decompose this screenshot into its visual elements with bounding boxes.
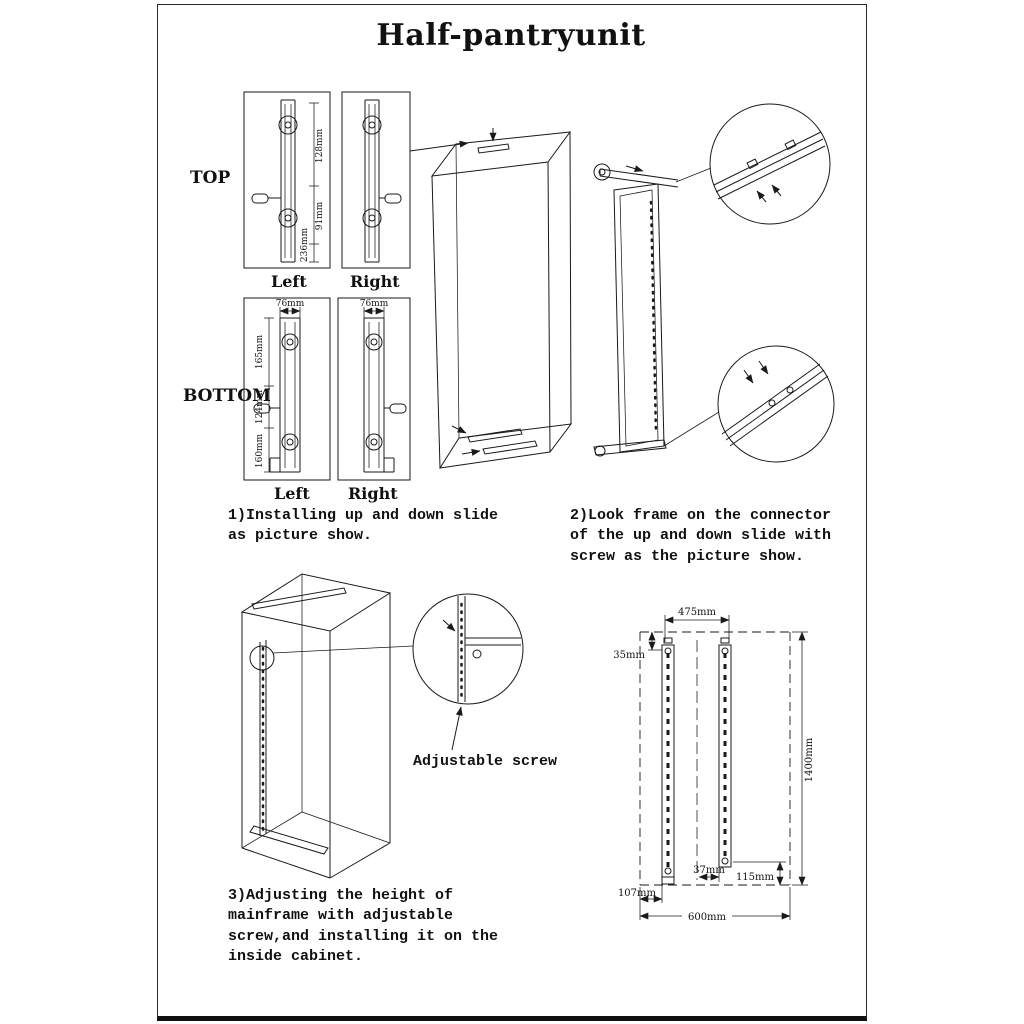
top-connector-detail-callout [709,103,831,225]
label-bottom-right: Right [348,484,398,503]
arrow-to-screw-callout [451,706,463,751]
arrow-to-cabinet-top [409,140,469,152]
bottom-slide-left-panel-drawing [243,297,331,481]
dim-front-600mm: 600mm [688,912,727,923]
dim-top-91mm: 91mm [315,201,325,230]
step3-caption: 3)Adjusting the height of mainframe with… [228,887,499,965]
label-top-left: Left [271,272,307,291]
callout-leader-lines [663,167,720,447]
dim-bottom-124mm: 124mm [255,389,265,424]
dim-bottom-76mm-right: 76mm [360,299,389,309]
cabinet-install-drawing [240,573,414,879]
page-title: Half-pantryunit [376,18,646,53]
label-top: TOP [190,168,231,188]
dim-front-35mm: 35mm [613,650,645,661]
top-slide-left-panel-drawing [243,91,331,269]
adjustable-screw-detail-callout [412,593,524,705]
sheet-border [157,4,867,1021]
bottom-slide-right-panel-drawing [337,297,411,481]
label-top-right: Right [350,272,400,291]
front-view-dimension-drawing [639,615,808,920]
dim-front-37mm: 37mm [693,865,725,876]
cabinet-wireframe-drawing [430,128,573,469]
top-slide-right-panel-drawing [341,91,411,269]
step2-caption: 2)Look frame on the connector of the up … [570,507,832,565]
bottom-connector-detail-callout [717,345,835,463]
label-bottom: BOTTOM [183,386,271,406]
dim-bottom-160mm: 160mm [255,433,265,468]
adjustable-screw-label: Adjustable screw [413,753,558,770]
step1-caption: 1)Installing up and down slide as pictur… [228,507,499,545]
dim-front-107mm: 107mm [618,888,657,899]
label-bottom-left: Left [274,484,310,503]
dim-bottom-76mm-left: 76mm [276,299,305,309]
dim-top-128mm: 128mm [315,128,325,163]
dim-front-115mm: 115mm [736,872,775,883]
dim-top-236mm: 236mm [300,227,310,262]
dim-front-1400mm: 1400mm [804,737,815,782]
dim-front-475mm: 475mm [678,607,717,618]
updown-frame-drawing [593,163,679,457]
dim-bottom-165mm: 165mm [255,334,265,369]
